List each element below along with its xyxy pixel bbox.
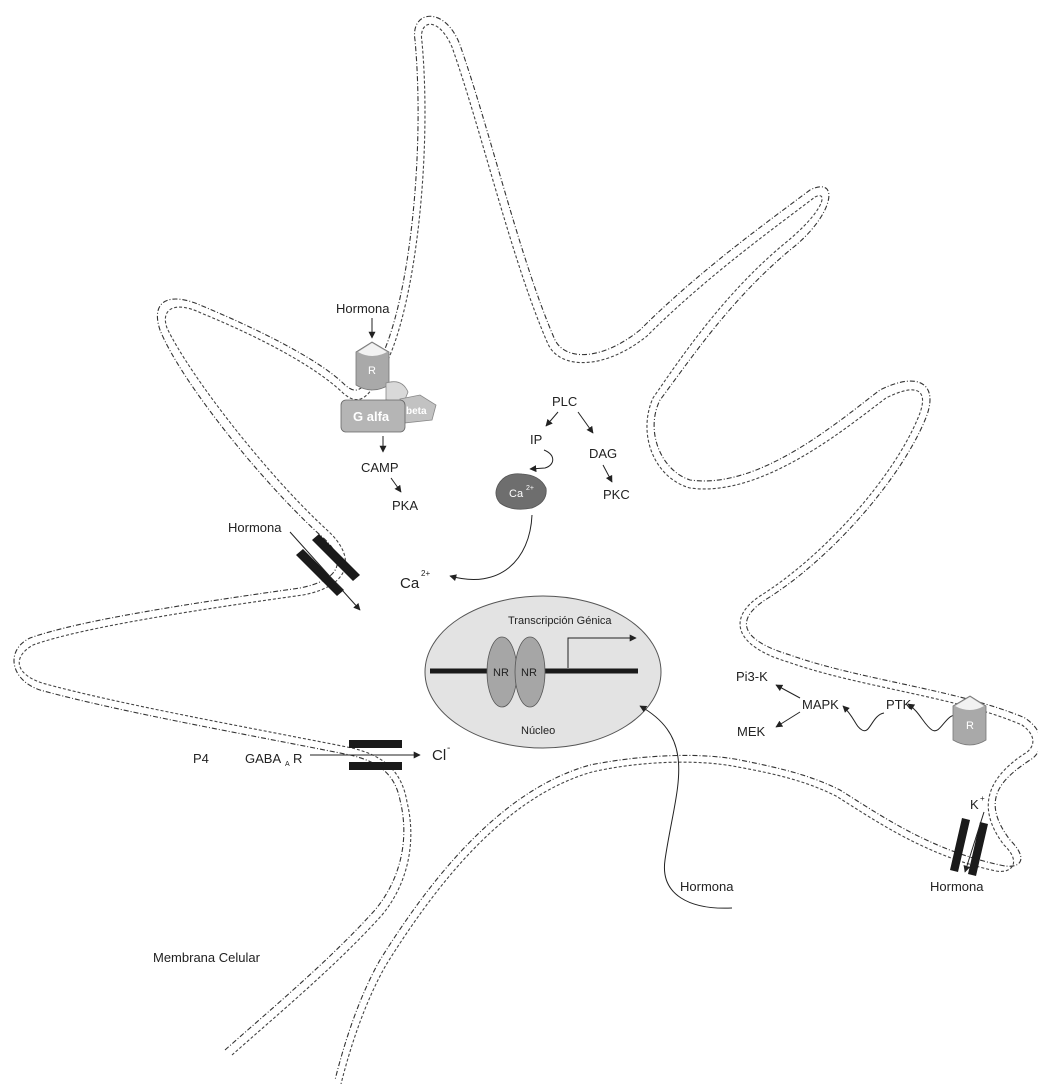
receptor-top-label: R bbox=[368, 365, 376, 377]
membrane-inner-line bbox=[19, 24, 1033, 1084]
hormona-left-label: Hormona bbox=[228, 520, 282, 535]
camp-to-pka-arrow bbox=[391, 478, 401, 492]
transcripcion-label: Transcripción Génica bbox=[508, 615, 612, 627]
ptk-to-mapk-arrow bbox=[843, 706, 884, 731]
receptor-right-label: R bbox=[966, 720, 974, 732]
receptor-to-ptk-arrow bbox=[908, 704, 955, 731]
hormona-to-nucleus-arrow bbox=[640, 706, 732, 908]
ca-free-charge: 2+ bbox=[421, 569, 430, 578]
plc-pathway: PLC IP DAG PKC Ca 2+ Ca 2+ bbox=[400, 394, 630, 592]
membrana-celular-label: Membrana Celular bbox=[153, 950, 261, 965]
k-label: K bbox=[970, 797, 979, 812]
beta-label: beta bbox=[406, 406, 427, 417]
gpcr-complex: Hormona R beta G alfa CAMP PKA bbox=[336, 301, 436, 513]
p4-label: P4 bbox=[193, 751, 209, 766]
dag-to-pkc-arrow bbox=[603, 465, 612, 482]
mapk-label: MAPK bbox=[802, 697, 839, 712]
hormona-top-label: Hormona bbox=[336, 301, 390, 316]
dag-label: DAG bbox=[589, 446, 617, 461]
mapk-to-pi3k-arrow bbox=[776, 685, 800, 698]
k-charge: + bbox=[980, 794, 985, 803]
cl-charge: - bbox=[447, 743, 450, 754]
k-channel: K + Hormona bbox=[930, 794, 988, 894]
plc-label: PLC bbox=[552, 394, 577, 409]
ptk-label: PTK bbox=[886, 697, 912, 712]
g-alfa-label: G alfa bbox=[353, 409, 390, 424]
pkc-label: PKC bbox=[603, 487, 630, 502]
nucleus: Transcripción Génica NR NR Núcleo bbox=[425, 596, 661, 748]
pka-label: PKA bbox=[392, 498, 418, 513]
mapk-to-mek-arrow bbox=[776, 712, 800, 727]
gaba-r-label: R bbox=[293, 751, 302, 766]
kinase-pathway: Pi3-K MAPK MEK PTK R bbox=[736, 669, 986, 745]
cl-label: Cl bbox=[432, 747, 446, 764]
gaba-a-receptor: P4 GABA A R Cl - bbox=[193, 740, 450, 770]
nr-2-label: NR bbox=[521, 667, 537, 679]
ca-store-label: Ca bbox=[509, 488, 524, 500]
gaba-label: GABA bbox=[245, 751, 281, 766]
ip-label: IP bbox=[530, 432, 542, 447]
cell-membrane bbox=[14, 16, 1038, 1084]
hormona-bottom-right-label: Hormona bbox=[930, 879, 984, 894]
ca-store-charge: 2+ bbox=[526, 485, 534, 492]
mek-label: MEK bbox=[737, 724, 766, 739]
nucleo-label: Núcleo bbox=[521, 725, 555, 737]
camp-label: CAMP bbox=[361, 460, 399, 475]
hormona-bottom-center-label: Hormona bbox=[680, 879, 734, 894]
ca-free-label: Ca bbox=[400, 575, 420, 592]
gaba-subscript: A bbox=[285, 761, 290, 768]
plc-to-dag-arrow bbox=[578, 412, 593, 433]
nr-1-label: NR bbox=[493, 667, 509, 679]
ip-to-ca-arrow bbox=[530, 450, 553, 469]
ca-release-arrow bbox=[450, 515, 532, 579]
plc-to-ip-arrow bbox=[546, 412, 558, 426]
gaba-channel-bar-1 bbox=[349, 740, 402, 748]
pi3k-label: Pi3-K bbox=[736, 669, 768, 684]
gaba-channel-bar-2 bbox=[349, 762, 402, 770]
membrane-outer-line bbox=[14, 16, 1038, 1080]
